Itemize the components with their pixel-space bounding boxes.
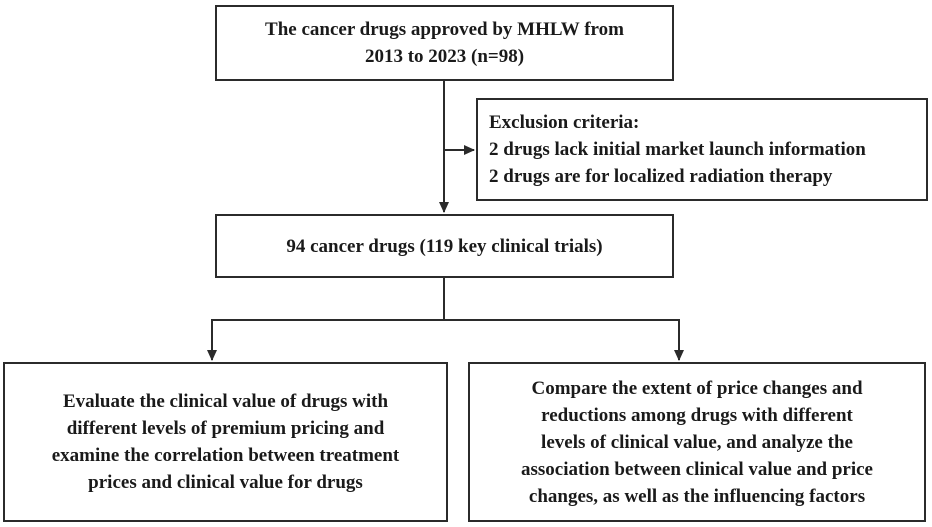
source-line-2: 2013 to 2023 (n=98) bbox=[364, 46, 525, 67]
source-box: The cancer drugs approved by MHLW from 2… bbox=[215, 5, 674, 81]
analysis-left-box: Evaluate the clinical value of drugs wit… bbox=[3, 362, 448, 522]
analysis-right-line-4: association between clinical value and p… bbox=[520, 458, 873, 480]
exclusion-item-1: 2 drugs lack initial market launch infor… bbox=[489, 139, 866, 160]
included-box: 94 cancer drugs (119 key clinical trials… bbox=[215, 214, 674, 278]
exclusion-item-2: 2 drugs are for localized radiation ther… bbox=[489, 166, 833, 187]
exclusion-box: Exclusion criteria: 2 drugs lack initial… bbox=[476, 98, 928, 201]
analysis-left-line-4: prices and clinical value for drugs bbox=[88, 472, 363, 493]
analysis-right-line-5: changes, as well as the influencing fact… bbox=[528, 485, 866, 507]
included-line-1: 94 cancer drugs (119 key clinical trials… bbox=[286, 235, 603, 257]
analysis-right-box: Compare the extent of price changes and … bbox=[468, 362, 926, 522]
analysis-left-line-2: different levels of premium pricing and bbox=[66, 418, 385, 439]
analysis-right-line-3: levels of clinical value, and analyze th… bbox=[541, 431, 853, 453]
analysis-left-line-1: Evaluate the clinical value of drugs wit… bbox=[62, 391, 389, 412]
analysis-right-line-2: reductions among drugs with different bbox=[541, 404, 853, 426]
source-line-1: The cancer drugs approved by MHLW from bbox=[265, 19, 624, 40]
analysis-right-line-1: Compare the extent of price changes and bbox=[531, 377, 863, 399]
exclusion-heading: Exclusion criteria: bbox=[489, 112, 640, 133]
analysis-left-line-3: examine the correlation between treatmen… bbox=[51, 445, 400, 466]
